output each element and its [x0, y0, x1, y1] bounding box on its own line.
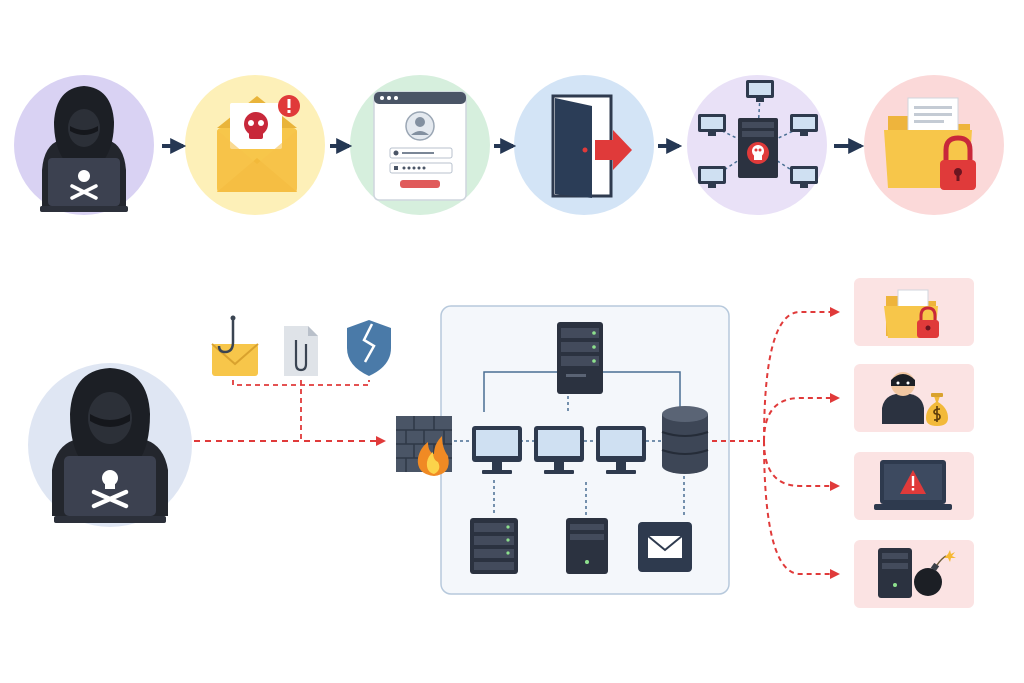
flow-step-data-lockdown [864, 75, 1004, 215]
outcome-system-alert [854, 452, 974, 520]
outcome-data-encrypted [854, 278, 974, 346]
outcome-infrastructure-sabotage [854, 540, 974, 608]
rack-server-icon [470, 518, 518, 574]
flow-step-credential-login [350, 75, 490, 215]
thief-money-bag-icon [882, 372, 948, 426]
open-door-icon [551, 94, 632, 198]
database-icon [661, 406, 709, 474]
flow-step-lateral-movement [687, 75, 827, 215]
locked-folder-icon [884, 97, 976, 190]
branch-arrow-2 [763, 393, 840, 442]
attack-vectors [211, 315, 391, 376]
outcome-branches [712, 307, 840, 579]
monitor-icon [596, 426, 646, 474]
monitor-icon [534, 426, 584, 474]
outcome-ransom-theft [854, 364, 974, 432]
branch-arrow-1 [763, 307, 840, 442]
infected-server-network-icon [698, 80, 818, 188]
flow-step-attacker [14, 75, 154, 215]
phishing-hook-email-icon [211, 315, 259, 376]
monitor-icon [472, 426, 522, 474]
server-icon [557, 322, 603, 394]
flow-step-unauthorized-access [514, 75, 654, 215]
network-panel [396, 305, 730, 595]
cracked-shield-icon [347, 320, 391, 376]
hooded-hacker-laptop-icon [52, 368, 168, 523]
tower-server-icon [566, 518, 608, 574]
hooded-hacker-laptop-icon [40, 86, 128, 212]
paperclip-file-icon [284, 326, 318, 376]
laptop-warning-icon [874, 460, 952, 510]
vector-connectors [232, 380, 370, 440]
locked-folder-icon [884, 289, 939, 338]
malicious-email-icon [217, 95, 300, 192]
burning-firewall-icon [396, 416, 452, 476]
flow-steps [14, 75, 1004, 215]
branch-arrow-3 [763, 440, 840, 491]
login-form-icon [373, 91, 467, 201]
flow-step-phishing-email [185, 75, 325, 215]
mail-icon [638, 522, 692, 572]
branch-arrow-4 [763, 440, 840, 579]
server-bomb-icon [878, 548, 956, 598]
outcomes [854, 278, 974, 608]
attacker-node [28, 363, 192, 527]
